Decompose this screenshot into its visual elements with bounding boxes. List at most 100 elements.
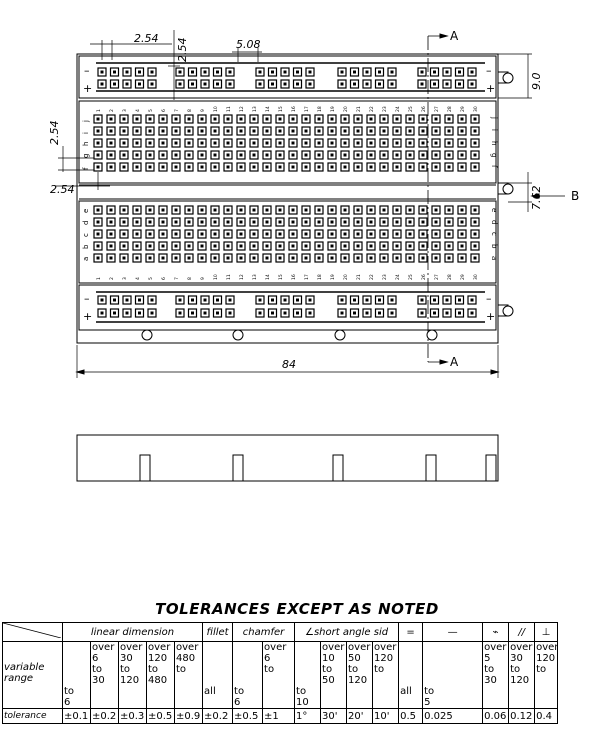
terminal-hole-contact (317, 208, 321, 212)
terminal-hole-contact (226, 165, 230, 169)
terminal-hole-contact (96, 141, 100, 145)
terminal-hole-contact (278, 153, 282, 157)
terminal-hole-contact (434, 232, 438, 236)
column-number-top: 11 (226, 106, 232, 112)
terminal-hole-contact (304, 220, 308, 224)
power-rail-hole-contact (433, 70, 436, 74)
terminal-hole-contact (187, 153, 191, 157)
row-letter-right: g (490, 153, 498, 157)
terminal-hole-contact (278, 232, 282, 236)
terminal-hole-contact (265, 141, 269, 145)
column-number-bottom: 10 (213, 274, 219, 280)
terminal-hole-contact (187, 129, 191, 133)
row-letter-left: e (82, 209, 90, 213)
terminal-hole-contact (200, 129, 204, 133)
terminal-hole-contact (161, 244, 165, 248)
dim-row-pitch-left: 2.54 (48, 121, 61, 146)
row-letter-left: f (82, 167, 90, 170)
column-number-bottom: 26 (421, 274, 427, 280)
power-rail-hole-contact (340, 70, 344, 74)
terminal-hole-contact (356, 165, 360, 169)
terminal-hole-contact (434, 117, 438, 121)
power-rail-hole-contact (390, 311, 394, 315)
terminal-hole-contact (148, 220, 152, 224)
power-rail-hole-contact (138, 70, 141, 74)
terminal-hole-contact (421, 208, 425, 212)
terminal-hole-contact (460, 232, 464, 236)
power-rail-hole-contact (378, 298, 381, 302)
terminal-hole-contact (187, 232, 191, 236)
terminal-hole-contact (122, 117, 126, 121)
header-linear-dimension: linear dimension (61, 622, 204, 642)
terminal-hole-contact (109, 232, 113, 236)
terminal-hole-contact (382, 153, 386, 157)
terminal-hole-contact (213, 129, 217, 133)
terminal-hole-contact (317, 153, 321, 157)
terminal-hole-contact (330, 129, 334, 133)
terminal-hole-contact (148, 165, 152, 169)
row-letter-right: e (490, 208, 498, 212)
straightness-icon: — (422, 622, 484, 642)
power-rail-hole-contact (138, 82, 141, 86)
terminal-hole-contact (317, 232, 321, 236)
diagonal-line-icon (3, 623, 62, 639)
terminal-hole-contact (408, 232, 412, 236)
power-rail-hole-contact (258, 311, 262, 315)
column-number-top: 30 (473, 106, 479, 112)
terminal-hole-contact (369, 256, 373, 260)
terminal-hole-contact (239, 117, 243, 121)
tolerance-cell: 0.5 (398, 708, 424, 724)
dim-hole-inset-left: 2.54 (50, 183, 75, 196)
terminal-hole-contact (278, 256, 282, 260)
rail-minus-top-right: – (486, 64, 492, 77)
terminal-hole-contact (200, 117, 204, 121)
mounting-peg (426, 329, 438, 341)
terminal-hole-contact (239, 244, 243, 248)
power-rail-top (78, 55, 497, 99)
mounting-peg (334, 329, 346, 341)
terminal-hole-contact (343, 165, 347, 169)
terminal-hole-contact (395, 244, 399, 248)
terminal-hole-contact (122, 141, 126, 145)
terminal-hole-contact (96, 129, 100, 133)
terminal-hole-contact (317, 220, 321, 224)
column-number-bottom: 8 (187, 277, 193, 280)
terminal-hole-contact (382, 165, 386, 169)
tolerances-header-row: linear dimension fillet chamfer ∠short a… (2, 622, 558, 642)
column-number-bottom: 3 (122, 277, 128, 280)
terminal-hole-contact (395, 256, 399, 260)
column-number-bottom: 1 (96, 277, 102, 280)
column-number-top: 27 (434, 106, 440, 112)
terminal-hole-contact (252, 208, 256, 212)
column-number-top: 7 (174, 109, 180, 112)
mounting-peg (141, 329, 153, 341)
terminal-hole-contact (278, 117, 282, 121)
terminal-hole-contact (187, 165, 191, 169)
terminal-hole-contact (109, 244, 113, 248)
terminal-hole-contact (330, 220, 334, 224)
terminal-hole-contact (213, 141, 217, 145)
power-rail-hole-contact (125, 82, 129, 86)
terminal-hole-contact (265, 153, 269, 157)
terminal-hole-contact (122, 220, 126, 224)
terminal-hole-contact (369, 232, 373, 236)
terminal-hole-contact (213, 165, 217, 169)
power-rail-hole-contact (420, 311, 424, 315)
power-rail-hole-contact (228, 311, 232, 315)
side-connector-tab (502, 183, 514, 195)
header-short-angle-side: ∠short angle sid (294, 622, 400, 642)
power-rail-hole-contact (100, 311, 104, 315)
terminal-hole-contact (252, 141, 256, 145)
terminal-hole-contact (213, 256, 217, 260)
terminal-hole-contact (317, 244, 321, 248)
terminal-hole-contact (369, 244, 373, 248)
row-letter-right: a (490, 256, 498, 260)
terminal-hole-contact (161, 141, 165, 145)
power-rail-hole-contact (420, 82, 424, 86)
column-number-top: 13 (252, 106, 258, 112)
power-rail-hole-contact (228, 82, 232, 86)
column-number-bottom: 16 (291, 274, 297, 280)
tolerance-cell: ±0.2 (90, 708, 119, 724)
